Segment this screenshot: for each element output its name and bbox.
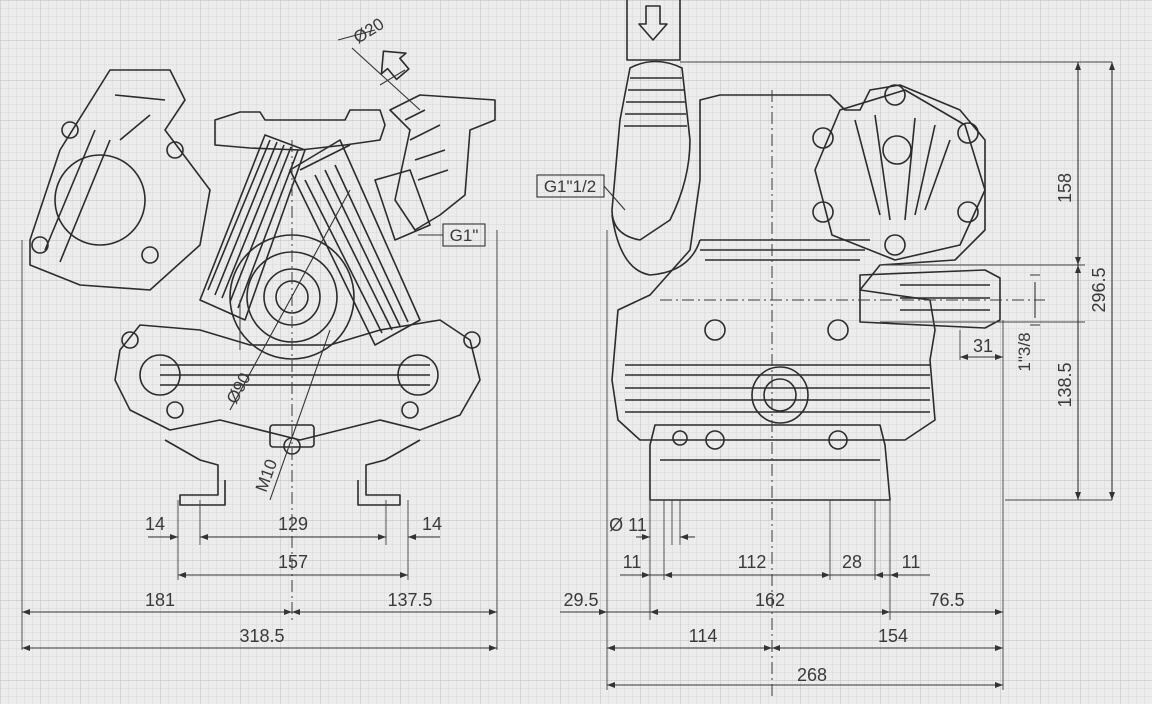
side-view: Ø 11 11 112 28 11 29.5 162 76.5 114 154 … [536, 0, 1115, 700]
front-view: 14 129 14 157 181 137.5 318.5 Ø20 G1" Ø9… [21, 14, 498, 651]
dim-foot-center: 129 [278, 514, 308, 534]
arrow-down-icon [638, 5, 668, 41]
dim-mid: 112 [738, 552, 767, 572]
dim-right-half: 137.5 [387, 590, 432, 610]
dim-overall-width: 318.5 [239, 626, 284, 646]
dim-hole-left: 11 [623, 552, 642, 572]
dim-upper-height: 158 [1055, 173, 1075, 203]
dim-left-offset: 29.5 [563, 590, 598, 610]
dim-foot-left: 14 [145, 514, 165, 534]
callout-thread-inlet: G1"1/2 [544, 177, 596, 196]
arrow-up-icon [380, 50, 410, 81]
dim-right-offset: 76.5 [929, 590, 964, 610]
dim-foot-right: 14 [422, 514, 442, 534]
callout-thread-outlet: G1" [450, 226, 479, 245]
dim-foot-span: 157 [278, 552, 308, 572]
dim-overall-depth: 268 [797, 665, 827, 685]
dim-axis-left: 114 [689, 626, 718, 646]
dim-hole-dia: Ø 11 [609, 515, 647, 535]
dim-axis-right: 154 [878, 626, 908, 646]
dim-gap: 28 [842, 552, 862, 572]
callout-shaft-dia: 1"3/8 [1015, 332, 1034, 371]
dim-base: 162 [755, 590, 785, 610]
dim-overall-height: 296.5 [1089, 267, 1109, 312]
dim-hole-right: 11 [902, 552, 921, 572]
dim-left-half: 181 [145, 590, 175, 610]
dim-axis-height: 138.5 [1055, 362, 1075, 407]
dim-shaft-length: 31 [973, 336, 993, 356]
